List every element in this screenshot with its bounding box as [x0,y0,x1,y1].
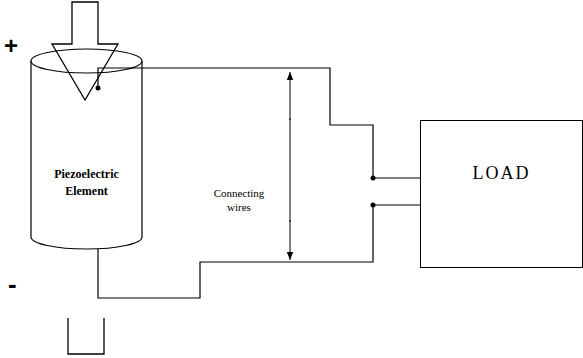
force-arrow [52,2,118,100]
span-arrow-shaft [290,118,291,222]
connecting-wire [98,205,420,298]
terminal-dot [371,176,376,181]
force-arrow-tail [68,318,104,354]
connecting-wire [98,68,420,178]
cylinder-top [31,49,142,73]
cylinder-body [31,61,142,249]
polarity-plus: + [4,30,18,61]
node-text: LOAD [421,161,582,186]
piezo-element: Piezoelectric Element [30,48,143,250]
terminal-dot [371,203,376,208]
wire-label: Connecting wires [208,186,270,215]
node-text: Piezoelectric Element [30,166,143,200]
span-arrow [290,220,291,260]
span-arrow [290,72,291,120]
cylinder-outline [30,48,143,250]
terminal-dot [96,86,101,91]
load-box: LOAD [420,120,583,268]
polarity-minus: - [8,268,17,302]
